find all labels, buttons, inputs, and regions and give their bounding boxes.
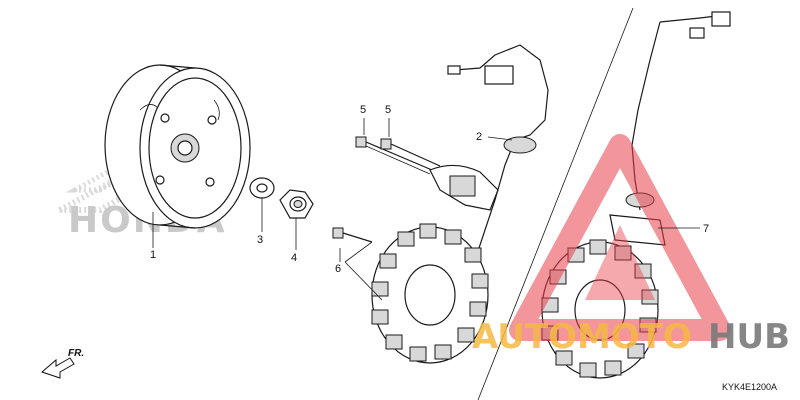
warning-triangle-icon [509, 134, 731, 341]
callout-7: 7 [703, 223, 709, 235]
pulse-generator-part [429, 164, 499, 211]
stator-front-part [371, 223, 489, 364]
front-direction-indicator: FR. [41, 348, 84, 379]
bolt-part-5b [380, 138, 441, 167]
callout-6: 6 [335, 263, 341, 275]
wire-harness-part [447, 44, 549, 261]
frame-divider-line [477, 7, 634, 400]
callout-5b: 5 [385, 104, 391, 116]
callout-2: 2 [476, 131, 482, 143]
bolt-part-6 [332, 227, 373, 243]
site-watermark: AUTOMOTO HUB [472, 134, 790, 357]
callout-5a: 5 [360, 104, 366, 116]
site-watermark-text-part2: HUB [708, 317, 790, 357]
washer-part [249, 177, 275, 199]
callout-1: 1 [150, 249, 156, 261]
leader-lines [152, 118, 700, 301]
callout-4: 4 [291, 252, 297, 264]
bolt-part-5a [355, 136, 433, 175]
site-watermark-text-part1: AUTOMOTO [472, 317, 692, 357]
flywheel-part [104, 64, 251, 229]
diagram-code: KYK4E1200A [722, 382, 777, 392]
callout-3: 3 [257, 234, 263, 246]
direction-arrow-icon [41, 357, 75, 379]
flange-nut-part [279, 189, 314, 219]
direction-label: FR. [68, 348, 84, 359]
